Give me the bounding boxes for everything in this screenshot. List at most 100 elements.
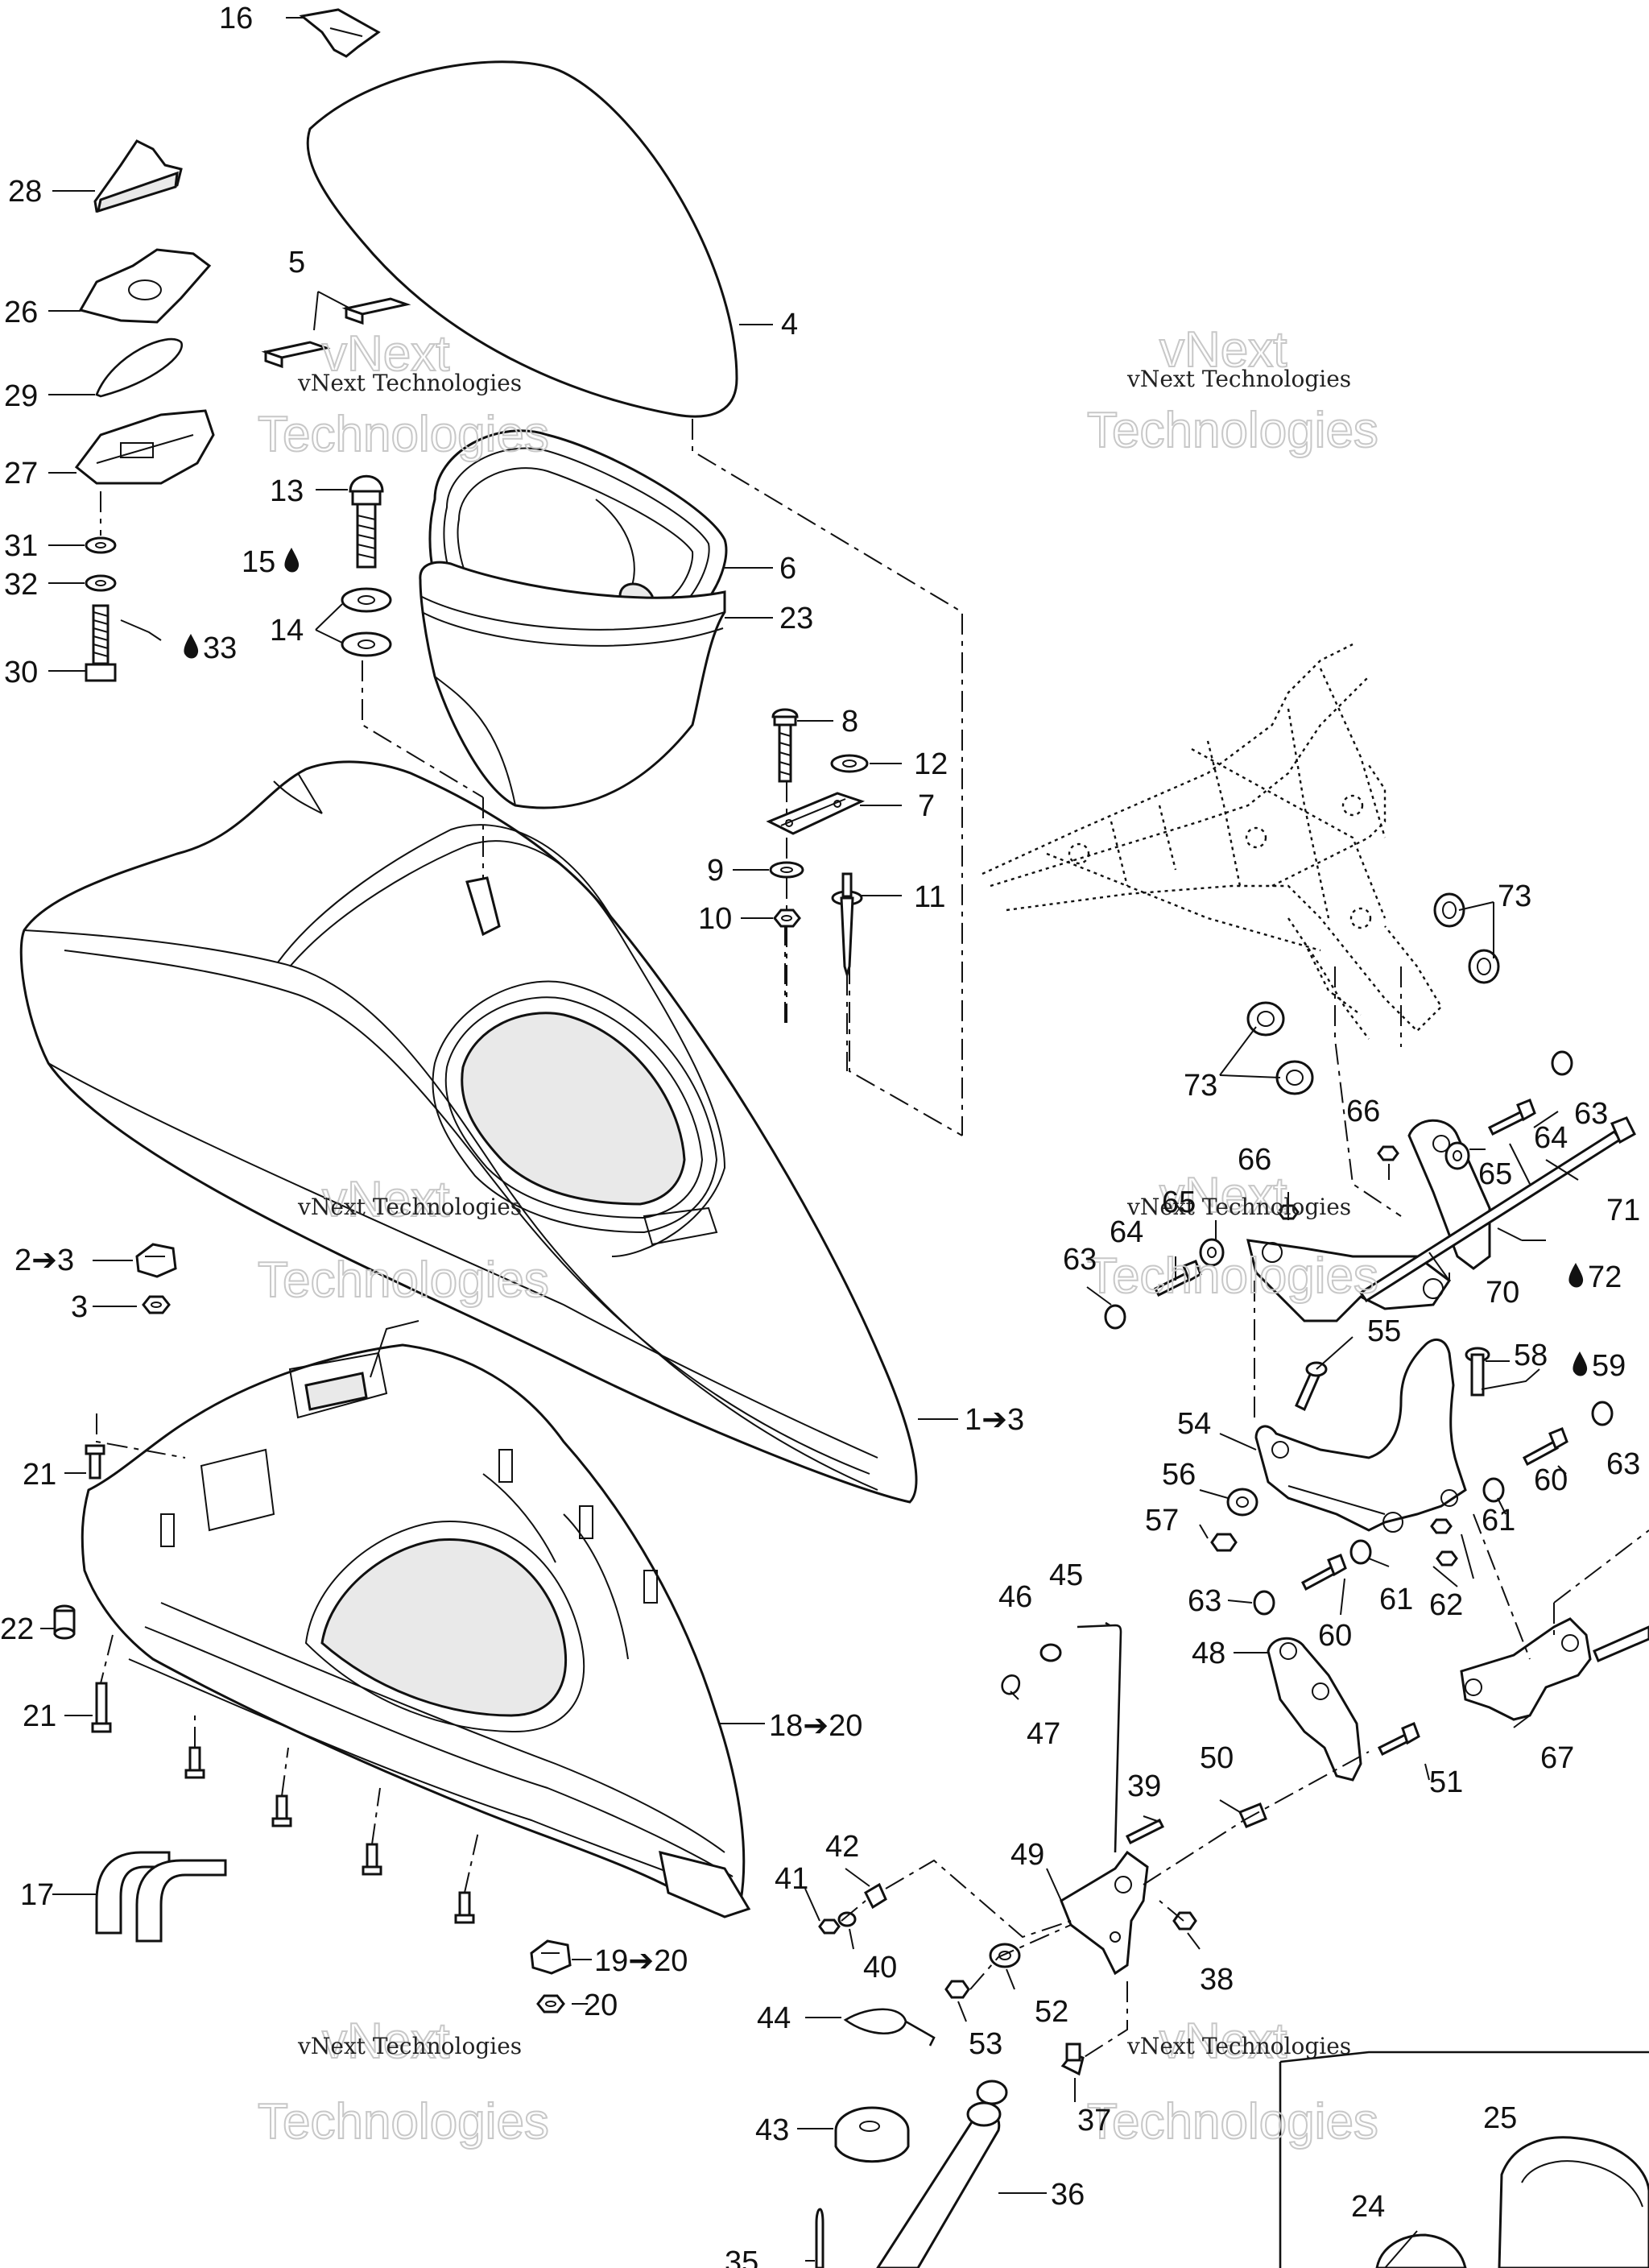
part-60-bolts — [1301, 1427, 1568, 1591]
part-39-screw — [1125, 1818, 1165, 1845]
watermark-big: vNext — [322, 2013, 449, 2069]
watermark-text: vNext Technologies — [1126, 1194, 1351, 1220]
callout-72: 72 — [1588, 1260, 1622, 1294]
part-27-housing — [74, 409, 215, 485]
callout-26: 26 — [4, 296, 38, 329]
part-41-nut — [818, 1918, 841, 1935]
part-4-lid — [306, 60, 738, 418]
part-5-pads — [261, 291, 411, 369]
callout-64b: 64 — [1110, 1215, 1143, 1249]
callout-71: 71 — [1606, 1194, 1640, 1227]
part-56-washer — [1226, 1488, 1258, 1517]
part-7-hinge — [766, 792, 866, 835]
callout-14: 14 — [270, 614, 304, 648]
part-16-clip — [299, 8, 381, 58]
callout-63d: 63 — [1188, 1584, 1221, 1618]
watermark-big: vNext — [322, 326, 449, 382]
callout-12: 12 — [914, 747, 948, 781]
part-62-nuts — [1430, 1518, 1458, 1566]
part-3-nut — [142, 1295, 171, 1314]
part-35-pin — [815, 2208, 824, 2268]
part-8-screw — [771, 708, 799, 783]
part-9-washer — [769, 861, 804, 879]
part-23-storage-bin — [419, 561, 726, 809]
watermark-big: Technologies — [258, 2094, 549, 2150]
callout-21b: 21 — [23, 1699, 56, 1733]
watermark-big: vNext — [1159, 322, 1287, 378]
callout-39: 39 — [1127, 1769, 1161, 1803]
callout-20: 20 — [584, 1989, 618, 2022]
callout-60b: 60 — [1318, 1619, 1352, 1653]
part-19-cage-nut — [530, 1939, 572, 1975]
callout-29: 29 — [4, 379, 38, 413]
callout-28: 28 — [8, 175, 42, 209]
part-21-bolt-lower — [91, 1682, 112, 1733]
callout-67: 67 — [1540, 1741, 1574, 1775]
callout-10: 10 — [698, 902, 732, 936]
callout-13: 13 — [270, 474, 304, 508]
part-64-bolts — [1153, 1099, 1536, 1297]
part-49-lever — [1060, 1850, 1149, 1976]
part-44-strap — [843, 2008, 936, 2047]
callout-45: 45 — [1049, 1558, 1083, 1592]
callout-52: 52 — [1035, 1995, 1068, 2029]
part-17-channels — [95, 1851, 227, 1943]
callout-18-20: 18➔20 — [769, 1709, 862, 1743]
frame-assembly — [982, 643, 1443, 1040]
part-2-cage-nut — [135, 1243, 177, 1278]
part-18-hull-liner — [81, 1320, 751, 1918]
callout-1-3: 1➔3 — [965, 1403, 1024, 1437]
part-58-bolt — [1465, 1347, 1490, 1397]
callout-47: 47 — [1027, 1717, 1060, 1751]
part-46-washer — [1039, 1643, 1062, 1662]
part-47-clip — [1001, 1674, 1021, 1695]
part-63-caps — [1104, 1050, 1614, 1616]
callout-62: 62 — [1429, 1588, 1463, 1622]
part-24-seal — [1375, 2233, 1467, 2268]
callout-51: 51 — [1429, 1765, 1463, 1799]
part-57-nut — [1210, 1533, 1238, 1552]
callout-65a: 65 — [1478, 1157, 1512, 1191]
callout-70: 70 — [1486, 1276, 1519, 1310]
callout-23: 23 — [779, 602, 813, 635]
part-73-bushings — [1219, 892, 1500, 1095]
callout-48: 48 — [1192, 1637, 1225, 1670]
callout-35: 35 — [725, 2245, 758, 2268]
watermark-big: vNext — [322, 1172, 449, 1227]
part-32-washer — [85, 574, 117, 592]
liquid-drop-icon — [284, 548, 300, 573]
watermark-text: vNext Technologies — [1126, 2033, 1351, 2059]
part-40-washer — [837, 1911, 857, 1927]
watermarks: vNext Technologies vNext Technologies vN… — [257, 321, 1379, 2150]
callout-42: 42 — [825, 1830, 859, 1864]
callout-46: 46 — [998, 1580, 1032, 1614]
part-29-seal — [95, 337, 184, 398]
watermark-big: Technologies — [1087, 2094, 1378, 2150]
callout-65b: 65 — [1162, 1186, 1196, 1219]
callout-56: 56 — [1162, 1458, 1196, 1492]
callout-41: 41 — [775, 1862, 808, 1896]
callout-40: 40 — [863, 1951, 897, 1984]
callout-4: 4 — [781, 308, 798, 341]
callout-63c: 63 — [1606, 1447, 1640, 1481]
callout-11: 11 — [914, 880, 945, 914]
part-52-washer — [989, 1943, 1021, 1968]
callout-58: 58 — [1514, 1339, 1548, 1372]
callout-16: 16 — [219, 2, 253, 35]
callout-50: 50 — [1200, 1741, 1234, 1775]
callout-63b: 63 — [1063, 1243, 1097, 1277]
callout-37: 37 — [1077, 2104, 1111, 2138]
callout-9: 9 — [707, 854, 724, 888]
callout-15: 15 — [242, 545, 275, 579]
part-70-steering-arm — [1246, 1119, 1491, 1322]
watermark-big: Technologies — [258, 1252, 549, 1308]
part-26-plate — [78, 248, 212, 324]
callout-44: 44 — [757, 2001, 791, 2035]
callout-49: 49 — [1010, 1838, 1044, 1872]
callout-66a: 66 — [1346, 1095, 1380, 1128]
part-61-washers — [1349, 1477, 1505, 1565]
part-22-spacer — [53, 1604, 76, 1640]
liquid-drop-icon — [1573, 1351, 1588, 1376]
callout-36: 36 — [1051, 2178, 1085, 2212]
